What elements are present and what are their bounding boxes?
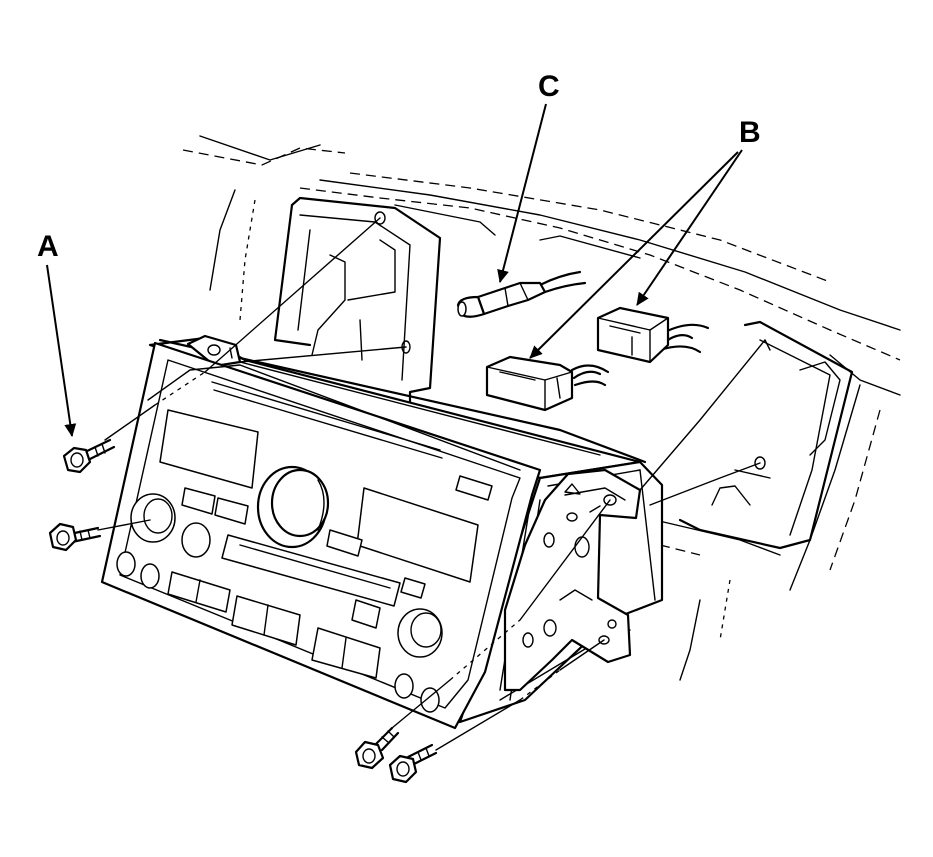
- leader-arrow-c: [497, 103, 547, 283]
- mounting-bolt-lower-right-1: [354, 726, 400, 770]
- mounting-bolt-lower-left: [48, 522, 102, 552]
- audio-unit-faceplate: [100, 341, 542, 730]
- harness-connector-upper: [596, 306, 710, 364]
- left-mounting-bracket: [273, 196, 442, 422]
- antenna-connector: [456, 270, 587, 318]
- mounting-bolt-upper-left: [62, 438, 116, 474]
- harness-connector-lower: [485, 355, 610, 412]
- audio-unit-housing: [148, 334, 664, 724]
- callout-label-b: B: [739, 116, 761, 149]
- callout-leaders: [46, 103, 743, 437]
- callout-label-c: C: [538, 70, 560, 103]
- callout-label-a: A: [37, 230, 59, 263]
- leader-arrow-b-upper: [636, 149, 743, 306]
- leader-arrow-b-lower: [529, 151, 739, 359]
- dashboard-outline: [182, 135, 901, 681]
- bolt-alignment-lines: [97, 217, 766, 751]
- right-mounting-bracket: [678, 320, 854, 550]
- leader-arrow-a: [46, 264, 77, 437]
- mounting-bolt-lower-right-2: [388, 743, 438, 784]
